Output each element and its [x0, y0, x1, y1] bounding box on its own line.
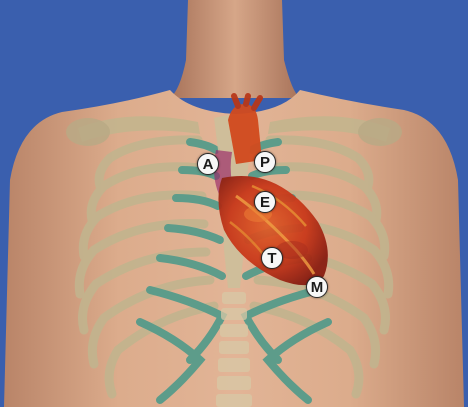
erbs-point-marker: E: [254, 191, 276, 213]
tricuspid-area-marker: T: [261, 247, 283, 269]
mitral-area-marker: M: [306, 276, 328, 298]
left-shoulder-bone: [66, 118, 110, 146]
pulmonic-area-marker: P: [254, 151, 276, 173]
aortic-area-marker: A: [197, 153, 219, 175]
neck: [170, 0, 300, 98]
right-shoulder-bone: [358, 118, 402, 146]
